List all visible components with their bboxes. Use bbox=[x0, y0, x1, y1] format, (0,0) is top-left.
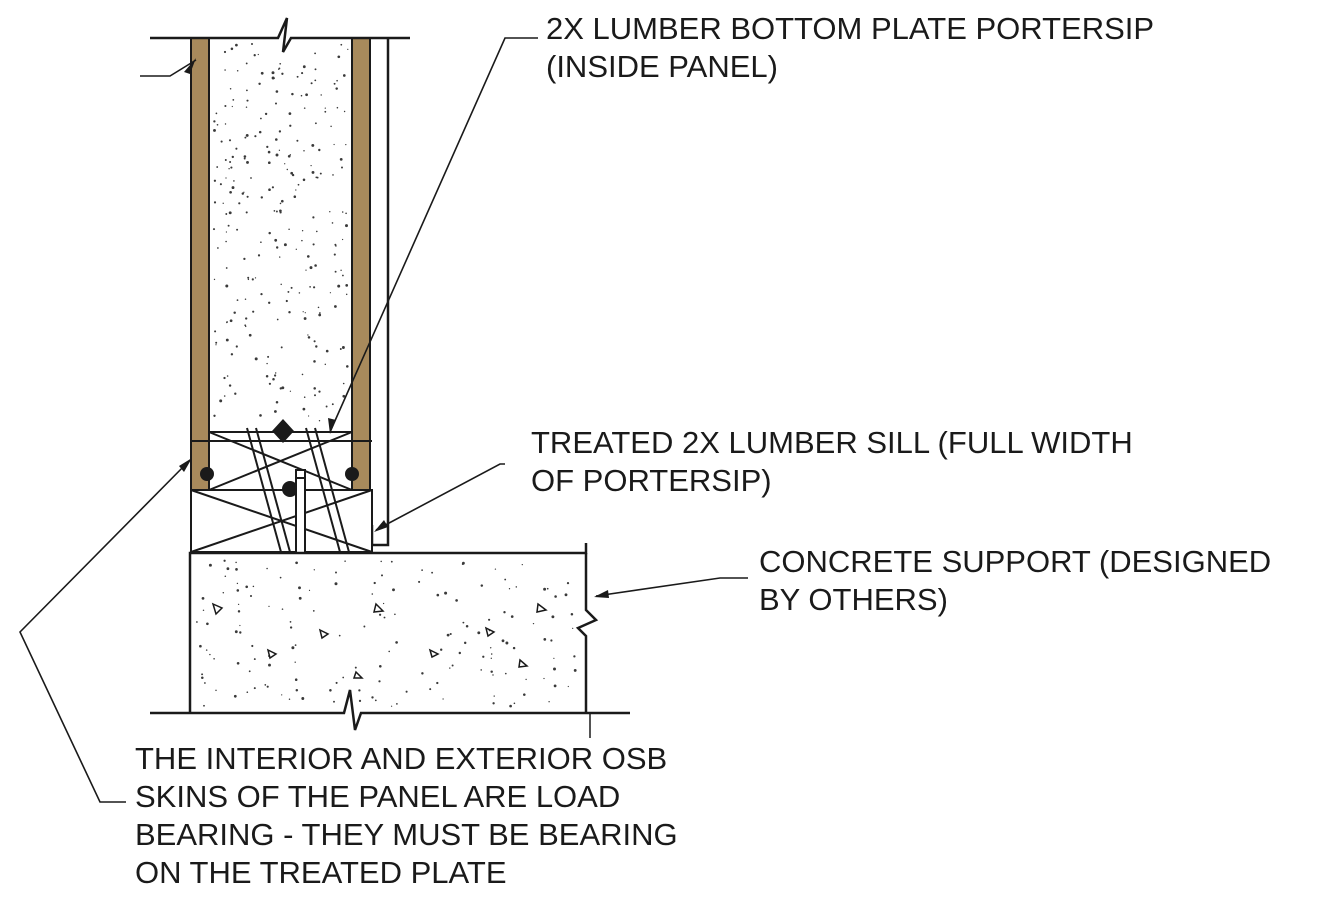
callout-osb-skins-line4: ON THE TREATED PLATE bbox=[135, 855, 507, 890]
leader-osb-skins bbox=[19, 459, 191, 803]
angled-screws bbox=[246, 427, 350, 553]
interior-finish-line bbox=[370, 38, 390, 547]
concrete-stipple bbox=[196, 559, 577, 708]
callout-treated-sill: TREATED 2X LUMBER SILL (FULL WIDTH OF PO… bbox=[531, 424, 1133, 500]
callout-osb-skins-line3: BEARING - THEY MUST BE BEARING bbox=[135, 817, 678, 852]
diamond-fastener bbox=[272, 419, 294, 443]
foam-speckle bbox=[212, 42, 349, 422]
callout-osb-skins-line1: THE INTERIOR AND EXTERIOR OSB bbox=[135, 741, 668, 776]
exterior-nail-head bbox=[200, 467, 214, 481]
concrete-support bbox=[188, 543, 599, 713]
leader-concrete-support bbox=[595, 577, 748, 597]
leader-arrowheads bbox=[179, 58, 609, 598]
callout-concrete-support-line1: CONCRETE SUPPORT (DESIGNED bbox=[759, 544, 1272, 579]
callout-concrete-support-line2: BY OTHERS) bbox=[759, 582, 948, 617]
interior-nail-head bbox=[345, 467, 359, 481]
callout-osb-skins: THE INTERIOR AND EXTERIOR OSB SKINS OF T… bbox=[135, 740, 678, 892]
fastener-heads bbox=[200, 419, 359, 497]
interior-osb-skin bbox=[351, 37, 371, 491]
callout-osb-skins-line2: SKINS OF THE PANEL ARE LOAD bbox=[135, 779, 621, 814]
callout-bottom-plate: 2X LUMBER BOTTOM PLATE PORTERSIP (INSIDE… bbox=[546, 10, 1154, 86]
callout-concrete-support: CONCRETE SUPPORT (DESIGNED BY OTHERS) bbox=[759, 543, 1271, 619]
concrete-aggregate bbox=[211, 602, 548, 679]
leader-lines bbox=[19, 37, 748, 803]
callout-bottom-plate-line1: 2X LUMBER BOTTOM PLATE PORTERSIP bbox=[546, 11, 1155, 46]
leader-treated-sill bbox=[375, 463, 505, 531]
top-break-line bbox=[150, 17, 410, 53]
bottom-break-line bbox=[150, 689, 630, 738]
callout-treated-sill-line1: TREATED 2X LUMBER SILL (FULL WIDTH bbox=[531, 425, 1133, 460]
leader-bottom-plate bbox=[329, 37, 538, 433]
anchor-washer bbox=[282, 481, 298, 497]
bottom-plate bbox=[190, 431, 372, 491]
leader-exterior-skin-top bbox=[140, 59, 197, 77]
exterior-osb-skin bbox=[190, 37, 210, 491]
callout-bottom-plate-line2: (INSIDE PANEL) bbox=[546, 49, 778, 84]
callout-treated-sill-line2: OF PORTERSIP) bbox=[531, 463, 772, 498]
foam-core bbox=[209, 38, 352, 430]
